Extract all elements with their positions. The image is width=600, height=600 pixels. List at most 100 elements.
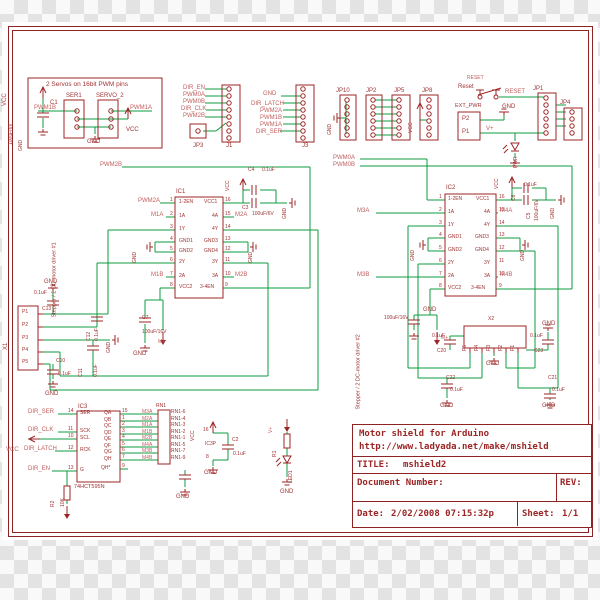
ic2-pin-2a: 2A [448, 273, 455, 279]
val-ic3: 74HCT595N [74, 484, 105, 490]
ref-jp8: JP8 [422, 88, 433, 94]
ic2-pin-3a: 3A [484, 273, 491, 279]
gnd-c23: GND [542, 321, 556, 327]
ext-pwr-terminal [457, 111, 481, 141]
net-gnd-j3: GND [263, 91, 277, 97]
net-pwm0b-ic2: PWM0B [333, 162, 356, 168]
ref-c6: C6 [511, 194, 517, 201]
net-dir-latch-ic3: DIR_LATCH [24, 446, 57, 452]
gnd-c5: GND [550, 207, 556, 219]
x1-pin-p3: P3 [22, 335, 29, 341]
ic3-num-6: 6 [122, 447, 125, 453]
rn1-pin-4: RN1-4 [171, 416, 186, 422]
ref-c1: C1 [50, 100, 58, 106]
ref-jp5: JP5 [394, 88, 405, 94]
x2-pin-p4: P4 [474, 344, 480, 351]
ic3-pin-g: G [80, 467, 84, 473]
net-m1b-rn: M1B [142, 429, 153, 435]
net-pwm1a-j3: PWM1A [260, 122, 283, 128]
r2-resistor [63, 485, 71, 501]
sheet-label: Sheet: [522, 509, 555, 519]
ic2-num-4: 4 [439, 232, 442, 238]
ic1-pin-vcc1: VCC1 [204, 199, 218, 205]
net-reset: RESET [505, 89, 526, 95]
ref-r1: R1 [272, 450, 278, 457]
j1-header [221, 84, 241, 143]
ref-j1: J1 [226, 143, 233, 149]
x2-pin-p1: P1 [510, 344, 516, 351]
net-dir-en-j1: DIR_EN [183, 85, 206, 91]
ref-pwr-led: PWR [513, 156, 519, 168]
ic1-num-6: 6 [170, 257, 173, 263]
title-block-title-row: TITLE: mshield2 [353, 456, 591, 474]
ref-r2: R2 [50, 500, 56, 507]
ref-c20: C20 [437, 348, 447, 354]
gnd-x2: GND [486, 361, 500, 367]
gnd-c3: GND [282, 207, 288, 219]
jp4-header [563, 107, 583, 141]
ser1-connector [63, 99, 85, 139]
rev-cell: REV: [556, 473, 591, 501]
title-block-document-row: Document Number: REV: [353, 473, 591, 502]
gnd-jp10: GND [327, 123, 333, 135]
terminal-stubs [38, 313, 519, 365]
ref-ic3p: IC3P [205, 441, 217, 447]
title-block-project-row: Motor shield for Arduino http://www.lady… [353, 425, 591, 457]
ic1-pin-gnd4: GND4 [204, 248, 218, 254]
ic3-num-4: 4 [122, 434, 125, 440]
ref-c7: C7 [142, 315, 149, 321]
net-m4a-rn: M4A [142, 442, 153, 448]
sheet-border-outer [8, 26, 593, 537]
ic3-pin-rck: RCK [80, 447, 91, 453]
ic2-pin-gnd2: GND2 [448, 247, 462, 253]
ic3-pin-sck: SCK [80, 428, 91, 434]
val-c12: 0.1uF [94, 328, 100, 341]
ic1-pin-4a: 4A [212, 213, 219, 219]
ic1-num-14: 14 [225, 224, 231, 230]
ic1-pin-gnd1: GND1 [179, 238, 193, 244]
gnd-ic1-right: GND [248, 251, 254, 263]
ic2-pin-vcc1: VCC1 [476, 196, 490, 202]
ic3-pin-qd: QD [104, 430, 112, 436]
net-dir-ser-j3: DIR_SER [256, 129, 283, 135]
servo2-connector [97, 99, 119, 139]
ref-x2: X2 [488, 316, 495, 322]
component-symbols [17, 77, 583, 520]
ic3-num-5: 5 [122, 441, 125, 447]
ref-c23: C23 [534, 348, 544, 354]
ic2-num-2: 2 [439, 207, 442, 213]
ic2-num-15: 15 [499, 207, 505, 213]
gnd-c21: GND [542, 403, 556, 409]
ic3-pin-qe: QE [104, 436, 112, 442]
net-pwm0a-j1: PWM0A [183, 92, 206, 98]
val-c10: 0.1uF [58, 371, 71, 377]
ic3-num-11: 11 [68, 426, 74, 432]
gnd-c10: GND [45, 391, 59, 397]
val-c22: 0.1uF [450, 387, 463, 393]
net-mplus-1: M+ [158, 339, 166, 345]
net-m3a: M3A [357, 208, 370, 214]
ic3-num-1: 1 [122, 415, 125, 421]
ref-c22: C22 [446, 375, 456, 381]
ic2-num-3: 3 [439, 220, 442, 226]
vcc-ic1: VCC [225, 180, 231, 191]
val-c18: 100uF/16V [384, 315, 409, 321]
project-name: Motor shield for Arduino [359, 429, 490, 439]
vcc-servo: VCC [126, 127, 139, 133]
rn1-pin-5: RN1-5 [171, 442, 186, 448]
note-driver2: Stepper / 2 DC-motor driver #2 [355, 334, 362, 410]
net-m1a-rn: M1A [142, 422, 153, 428]
ic3-num-14: 14 [68, 408, 74, 414]
net-pwm2b-j1: PWM2B [183, 113, 206, 119]
net-pwm1b: PWM1B [34, 105, 57, 111]
ref-rn1: RN1 [156, 403, 167, 409]
ic1-pin-2a: 2A [179, 273, 186, 279]
val-c4: 0.1uF [262, 167, 275, 173]
ic3-pin-qf: QF [104, 443, 111, 449]
ic1-pin-4y: 4Y [212, 226, 219, 232]
val-c2: 0.1uF [233, 451, 246, 457]
ic3-num-13: 13 [68, 465, 74, 471]
ic1-pin-gnd3: GND3 [204, 238, 218, 244]
ic3-pin-qg: QG [104, 449, 112, 455]
